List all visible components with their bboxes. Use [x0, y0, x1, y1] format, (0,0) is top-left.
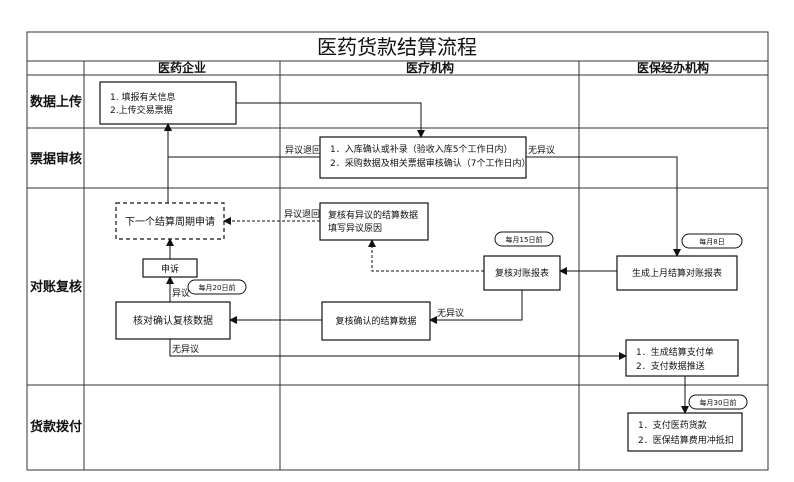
column-header-pharma-company: 医药企业 [158, 60, 206, 75]
node-pay-line-1: 1．支付医药货款 [638, 419, 707, 431]
column-header-medical-institution: 医疗机构 [406, 60, 454, 75]
arrow-recheck-to-dispute [368, 239, 484, 272]
badge-day15-label: 每月15日前 [506, 235, 543, 244]
row-header-payment: 货款拨付 [30, 419, 82, 435]
node-upload-line-1: 1. 填报有关信息 [110, 91, 175, 103]
node-payment-order [625, 339, 739, 377]
column-header-insurance-agency: 医保经办机构 [637, 60, 709, 75]
node-recheck-dispute-line-2: 填写异议原因 [328, 222, 382, 234]
node-generate-report-label: 生成上月结算对账报表 [632, 267, 722, 279]
node-recheck-dispute [319, 202, 429, 241]
node-payment-order-line-2: 2．支付数据推送 [636, 360, 705, 372]
node-recheck-dispute-line-1: 复核有异议的结算数据 [328, 209, 418, 221]
badge-day20-label: 每月20日前 [199, 283, 236, 292]
node-verify [115, 301, 231, 340]
node-pay [627, 412, 743, 452]
node-audit [319, 136, 527, 179]
swimlane-table [26, 31, 769, 471]
node-generate-report [616, 255, 738, 291]
node-payment-order-line-1: 1．生成结算支付单 [636, 346, 714, 358]
page-title: 医药货款结算流程 [317, 35, 477, 59]
row-header-reconciliation: 对账复核 [30, 279, 82, 295]
badge-day8 [681, 233, 743, 249]
badge-day30-label: 每月30日前 [700, 398, 737, 407]
label-dispute: 异议 [172, 288, 190, 299]
arrow-upload-to-audit [236, 102, 425, 138]
badge-day8-label: 每月8日 [699, 237, 724, 246]
node-verify-label: 核对确认复核数据 [133, 314, 213, 327]
arrow-verify-to-payment-order [169, 339, 627, 360]
node-confirmed [321, 301, 431, 341]
label-no-dispute-3: 无异议 [172, 344, 199, 355]
node-confirmed-label: 复核确认的结算数据 [335, 315, 416, 327]
row-header-receipt-audit: 票据审核 [30, 151, 82, 167]
label-dispute-return-1: 异议退回 [285, 145, 321, 156]
node-audit-line-2: 2．采购数据及相关票据审核确认（7个工作日内） [330, 157, 530, 169]
badge-day20 [187, 279, 247, 295]
node-pay-line-2: 2．医保结算费用冲抵扣 [638, 434, 734, 446]
node-recheck-report-label: 复核对账报表 [495, 267, 549, 279]
arrow-recheck-to-confirmed [429, 290, 523, 324]
badge-day30 [688, 394, 748, 410]
node-upload-line-2: 2.上传交易票据 [110, 104, 173, 116]
label-no-dispute-2: 无异议 [437, 308, 464, 319]
label-dispute-return-2: 异议退回 [284, 209, 320, 220]
arrow-audit-to-generate [526, 156, 681, 257]
node-recheck-report [483, 255, 561, 291]
node-audit-line-1: 1．入库确认或补录（验收入库5个工作日内） [330, 143, 512, 155]
badge-day15 [494, 231, 554, 247]
node-appeal-label: 申诉 [161, 263, 179, 275]
label-no-dispute-1: 无异议 [528, 145, 555, 156]
node-next-cycle-label: 下一个结算周期申请 [125, 215, 215, 228]
node-upload [99, 81, 237, 125]
row-header-data-upload: 数据上传 [30, 94, 82, 110]
